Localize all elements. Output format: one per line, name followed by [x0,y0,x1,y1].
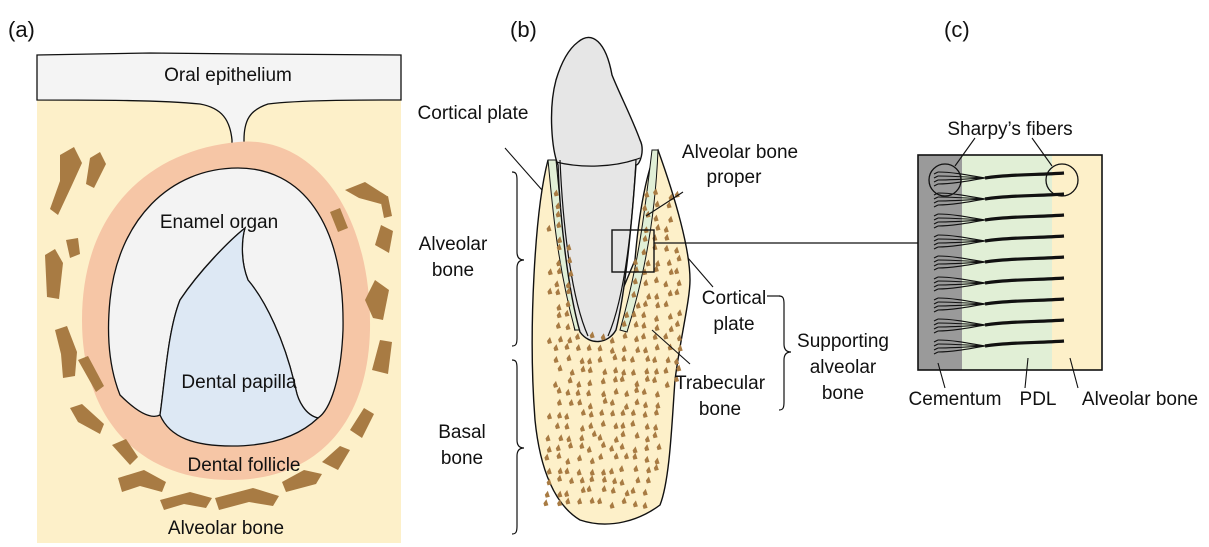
leader-cortical-plate-right [688,258,713,287]
label-alveolar-bone-proper-l2: proper [707,167,763,188]
alveolar-bone-band [1052,155,1102,370]
panel-c-tag: (c) [944,17,970,42]
label-cortical-plate-l1: Cortical [702,288,766,309]
label-alveolar-bone-a: Alveolar bone [168,518,284,539]
label-trabecular-l2: bone [699,399,741,420]
panel-a: (a) Oral epithelium Enamel organ Dental … [8,17,401,543]
label-basal-l1: Basal [438,422,486,443]
label-cementum: Cementum [909,389,1002,410]
panel-a-tag: (a) [8,17,35,42]
label-basal-l2: bone [441,448,483,469]
label-alveolar-bone-b-l2: bone [432,260,474,281]
panel-b: (b) Cortical plate Alveolar bone Alveola… [418,17,918,534]
label-enamel-organ: Enamel organ [160,212,278,233]
label-sharpys-fibers: Sharpy’s fibers [947,119,1072,140]
trabecular-dot [545,491,550,498]
label-supporting-l2: alveolar [810,357,877,378]
alveolar-bone-bracket [512,172,524,346]
label-supporting-l3: bone [822,383,864,404]
leader-cortical-plate-top [505,148,542,190]
basal-bone-bracket [512,360,524,534]
label-cortical-plate-top: Cortical plate [418,103,529,124]
label-alveolar-bone-proper-l1: Alveolar bone [682,142,798,163]
label-trabecular-l1: Trabecular [675,373,766,394]
label-cortical-plate-l2: plate [713,314,754,335]
label-pdl: PDL [1020,389,1057,410]
trabecular-dot [543,499,548,506]
label-dental-follicle: Dental follicle [188,455,301,476]
label-alveolar-bone-c: Alveolar bone [1082,389,1198,410]
label-supporting-l1: Supporting [797,331,889,352]
cementum-band [918,155,962,370]
label-oral-epithelium: Oral epithelium [164,65,292,86]
panel-c: (c) Sharpy’s fibers Cementum PDL Alveola… [909,17,1199,410]
label-alveolar-bone-b-l1: Alveolar [419,234,488,255]
label-dental-papilla: Dental papilla [181,372,297,393]
panel-b-tag: (b) [510,17,537,42]
supporting-alveolar-bone-bracket [779,296,791,410]
